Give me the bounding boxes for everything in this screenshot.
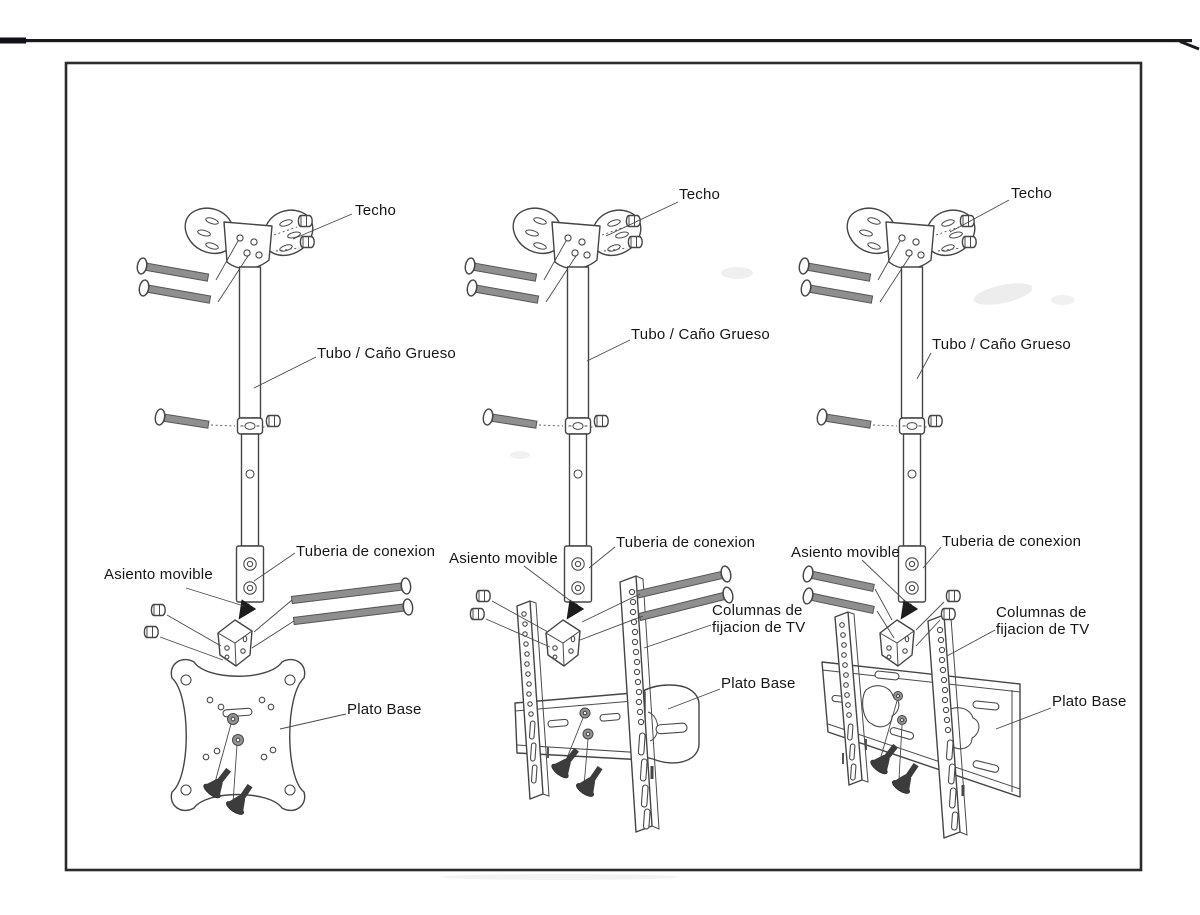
label-tubo-center: Tubo / Caño Grueso	[631, 326, 770, 343]
label-asiento-right: Asiento movible	[791, 544, 900, 561]
base-plate-channel	[514, 684, 700, 800]
label-leaders	[861, 199, 1052, 730]
label-plato-left: Plato Base	[347, 701, 422, 718]
mount-diagram-left	[136, 208, 413, 818]
label-plato-right: Plato Base	[1052, 693, 1127, 710]
mount-assembly	[136, 208, 314, 666]
label-techo-left: Techo	[355, 202, 397, 219]
label-tubo-right: Tubo / Caño Grueso	[932, 336, 1071, 353]
flathead-screw	[573, 761, 609, 800]
label-asiento-center: Asiento movible	[449, 550, 558, 567]
label-tuberia-center: Tuberia de conexion	[616, 534, 756, 551]
mount-diagram-center	[464, 201, 734, 833]
label-leaders	[185, 213, 353, 730]
label-plato-center: Plato Base	[721, 675, 796, 692]
seat-hardware	[143, 577, 413, 661]
label-leaders	[523, 201, 721, 710]
seat-hardware	[469, 565, 734, 648]
scan-noise	[440, 267, 1075, 880]
label-asiento-left: Asiento movible	[104, 566, 213, 583]
mount-diagram-right	[798, 199, 1052, 839]
label-columnas-center: Columnas de fijacion de TV	[712, 602, 806, 636]
tv-columns	[516, 575, 660, 833]
label-columnas-right: Columnas de fijacion de TV	[996, 604, 1090, 638]
page-top-rule	[0, 37, 1200, 51]
flathead-screw	[889, 758, 925, 797]
label-tubo-left: Tubo / Caño Grueso	[317, 345, 456, 362]
label-tuberia-right: Tuberia de conexion	[942, 533, 1082, 550]
base-plate-vesa	[170, 658, 306, 818]
label-techo-center: Techo	[679, 186, 721, 203]
diagram-frame	[64, 61, 1143, 872]
seat-hardware	[802, 565, 961, 647]
label-tuberia-left: Tuberia de conexion	[296, 543, 436, 560]
label-techo-right: Techo	[1011, 185, 1053, 202]
